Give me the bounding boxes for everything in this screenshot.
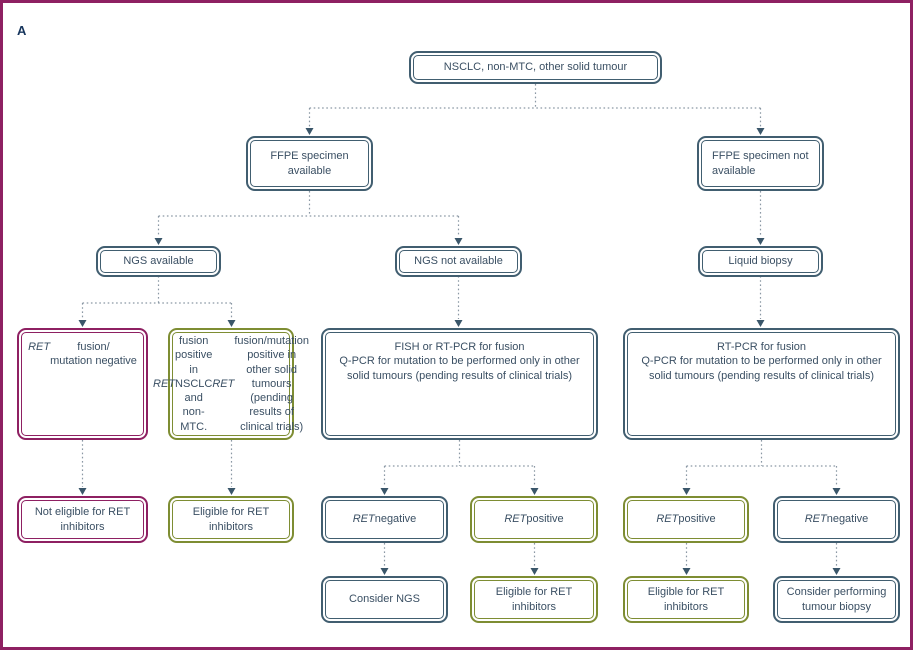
- node-ret-negative-fish: RET negative: [321, 496, 448, 543]
- node-ret-fusion-mutation-negative: RET fusion/ mutation negative: [17, 328, 148, 440]
- node-liquid-biopsy: Liquid biopsy: [698, 246, 823, 277]
- node-ret-fusion-positive-detail-label: RET fusion positive in NSCLC and non-MTC…: [153, 332, 309, 436]
- node-consider-biopsy-label: Consider performing tumour biopsy: [777, 580, 896, 619]
- node-ngs-available-label: NGS available: [100, 250, 217, 273]
- node-ngs-not-available: NGS not available: [395, 246, 522, 277]
- node-ffpe-not-available: FFPE specimen not available: [697, 136, 824, 191]
- node-consider-biopsy: Consider performing tumour biopsy: [773, 576, 900, 623]
- node-not-eligible-label: Not eligible for RET inhibitors: [21, 500, 144, 539]
- node-ret-positive-fish-label: RET positive: [474, 500, 594, 539]
- node-fish-pathway: FISH or RT-PCR for fusion Q-PCR for muta…: [321, 328, 598, 440]
- node-ret-positive-liquid-label: RET positive: [627, 500, 745, 539]
- node-fish-pathway-label: FISH or RT-PCR for fusion Q-PCR for muta…: [325, 332, 594, 436]
- node-root-label: NSCLC, non-MTC, other solid tumour: [413, 55, 658, 80]
- node-ret-positive-fish: RET positive: [470, 496, 598, 543]
- node-rtpcr-pathway-label: RT-PCR for fusion Q-PCR for mutation to …: [627, 332, 896, 436]
- node-eligible-fish-branch-label: Eligible for RET inhibitors: [474, 580, 594, 619]
- node-eligible-ngs-branch-label: Eligible for RET inhibitors: [172, 500, 290, 539]
- connector-lines: [78, 84, 841, 575]
- node-ret-fusion-positive-detail: RET fusion positive in NSCLC and non-MTC…: [153, 328, 309, 440]
- node-consider-ngs: Consider NGS: [321, 576, 448, 623]
- node-not-eligible: Not eligible for RET inhibitors: [17, 496, 148, 543]
- panel-letter: A: [17, 23, 27, 38]
- node-ret-fusion-mutation-negative-label: RET fusion/ mutation negative: [21, 332, 144, 436]
- node-ret-negative-liquid: RET negative: [773, 496, 900, 543]
- node-rtpcr-pathway: RT-PCR for fusion Q-PCR for mutation to …: [623, 328, 900, 440]
- node-ngs-not-available-label: NGS not available: [399, 250, 518, 273]
- node-root: NSCLC, non-MTC, other solid tumour: [409, 51, 662, 84]
- node-consider-ngs-label: Consider NGS: [325, 580, 444, 619]
- node-ret-negative-fish-label: RET negative: [325, 500, 444, 539]
- node-liquid-biopsy-label: Liquid biopsy: [702, 250, 819, 273]
- node-eligible-liquid-branch-label: Eligible for RET inhibitors: [627, 580, 745, 619]
- node-ret-positive-liquid: RET positive: [623, 496, 749, 543]
- node-eligible-liquid-branch: Eligible for RET inhibitors: [623, 576, 749, 623]
- node-ffpe-not-available-label: FFPE specimen not available: [701, 140, 820, 187]
- node-ffpe-available: FFPE specimen available: [246, 136, 373, 191]
- node-ret-negative-liquid-label: RET negative: [777, 500, 896, 539]
- node-eligible-fish-branch: Eligible for RET inhibitors: [470, 576, 598, 623]
- node-ngs-available: NGS available: [96, 246, 221, 277]
- node-ffpe-available-label: FFPE specimen available: [250, 140, 369, 187]
- node-eligible-ngs-branch: Eligible for RET inhibitors: [168, 496, 294, 543]
